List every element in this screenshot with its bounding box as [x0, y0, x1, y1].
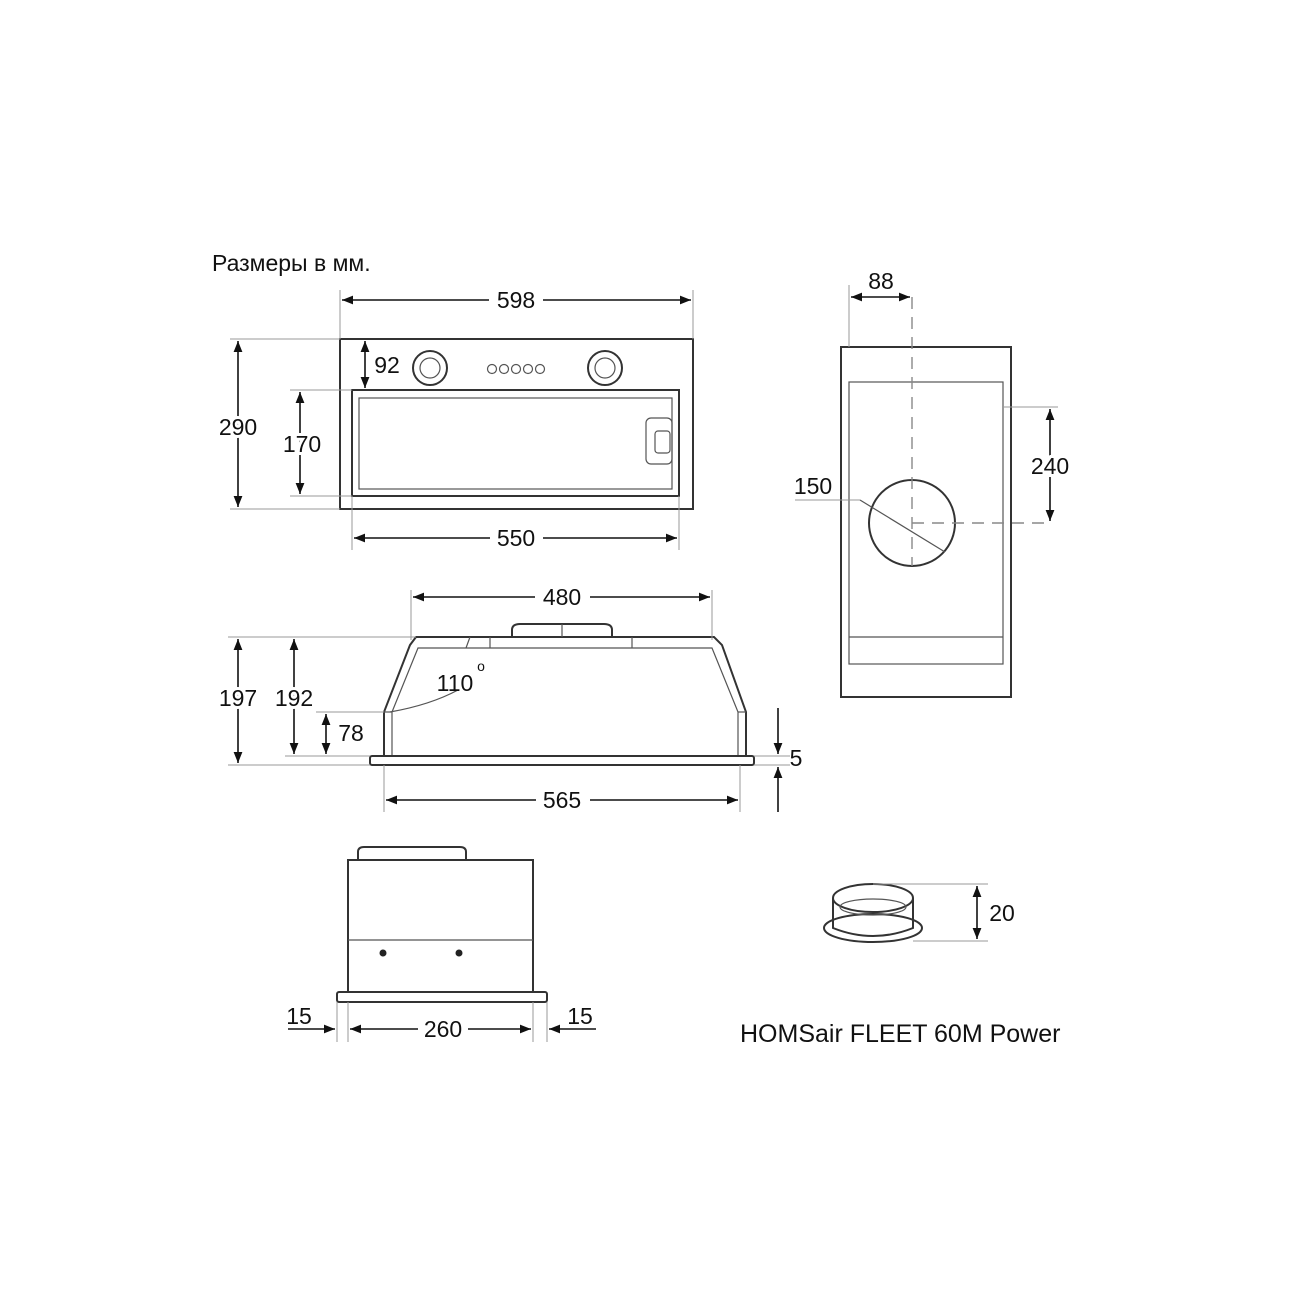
- knob-left: [412, 350, 448, 386]
- adapter-body: [832, 898, 914, 937]
- units-note: Размеры в мм.: [212, 250, 371, 276]
- dim-rear-right-15: 15: [567, 1003, 593, 1029]
- adapter-ring: 20: [823, 883, 1015, 943]
- dim-filter-170: 170: [283, 431, 321, 457]
- dim-base-565: 565: [543, 787, 581, 813]
- dim-offset-88: 88: [868, 268, 894, 294]
- rear-outlet: [357, 846, 467, 860]
- knob-right: [587, 350, 623, 386]
- side-view: 88 240 150: [794, 268, 1072, 698]
- rear-screw-left: [379, 949, 387, 957]
- filter-panel: [351, 389, 680, 497]
- filter-handle: [645, 417, 673, 465]
- rear-view: 15 260 15: [286, 846, 596, 1042]
- adapter-top: [832, 883, 914, 913]
- front-view: 598 290 92 170 550: [216, 287, 694, 551]
- dim-flange-5: 5: [790, 745, 803, 771]
- profile-view: 480 197 192 78 110 o 565 5: [216, 584, 803, 813]
- rear-flange: [336, 991, 548, 1003]
- side-housing: [840, 346, 1012, 698]
- front-housing: [339, 338, 694, 510]
- profile-outline: [383, 636, 747, 756]
- dim-panel-92: 92: [374, 352, 400, 378]
- dim-angle-110: 110: [437, 670, 474, 696]
- dim-rear-left-15: 15: [286, 1003, 312, 1029]
- dim-height-290: 290: [219, 414, 257, 440]
- filter-panel-inner: [358, 397, 673, 490]
- dim-angle-degree: o: [477, 658, 485, 674]
- knob-left-inner: [419, 357, 441, 379]
- dim-diameter-150: 150: [794, 473, 832, 499]
- dim-ring-20: 20: [989, 900, 1015, 926]
- profile-flange: [369, 755, 755, 766]
- rear-housing: [347, 859, 534, 993]
- dim-filter-550: 550: [497, 525, 535, 551]
- filter-handle-inner: [654, 430, 671, 454]
- dim-lower-78: 78: [338, 720, 364, 746]
- knob-right-inner: [594, 357, 616, 379]
- dim-top-480: 480: [543, 584, 581, 610]
- dim-rear-260: 260: [424, 1016, 462, 1042]
- dim-body-192: 192: [275, 685, 313, 711]
- adapter-flange: [823, 913, 923, 943]
- rear-screw-right: [455, 949, 463, 957]
- control-buttons: [486, 363, 546, 375]
- model-name: HOMSair FLEET 60M Power: [740, 1020, 1061, 1048]
- dim-outlet-240: 240: [1031, 453, 1069, 479]
- dim-total-197: 197: [219, 685, 257, 711]
- dim-width-598: 598: [497, 287, 535, 313]
